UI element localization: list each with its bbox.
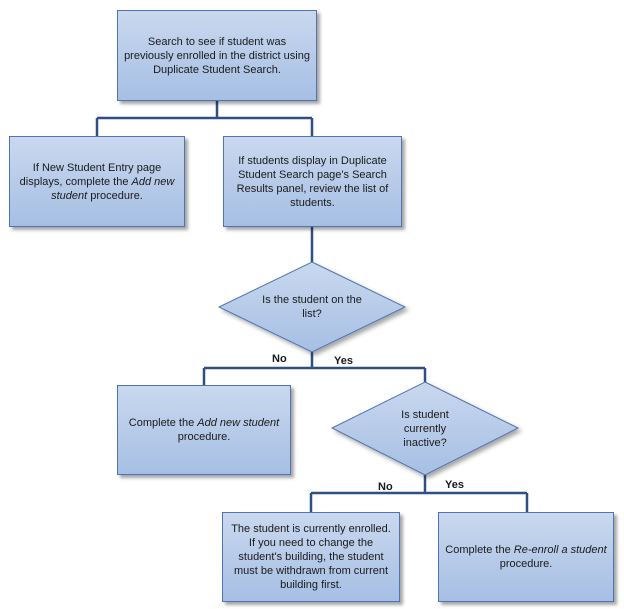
reenroll-emphasis: Re-enroll a student — [513, 544, 607, 556]
results-text: If students display in Duplicate Student… — [236, 154, 389, 209]
new-entry-text: If New Student Entry page displays, comp… — [16, 161, 178, 203]
decision-diamond-on-list — [217, 261, 407, 353]
reenroll-suffix: procedure. — [499, 558, 553, 570]
new-entry-emphasis: Add new student — [51, 175, 175, 202]
new-entry-suffix: procedure. — [87, 189, 143, 202]
results-box: If students display in Duplicate Student… — [223, 136, 402, 227]
add-new-box: Complete the Add new student procedure. — [117, 385, 291, 475]
enrolled-box: The student is currently enrolled. If yo… — [222, 512, 400, 602]
decision-diamond-inactive — [330, 381, 520, 476]
label-yes-2: Yes — [445, 479, 464, 491]
add-new-suffix: procedure. — [177, 431, 231, 443]
add-new-emphasis: Add new student — [197, 417, 280, 429]
search-text: Search to see if student was previously … — [124, 35, 310, 76]
inactive-text: Is student currently inactive? — [401, 409, 449, 449]
label-yes-1: Yes — [334, 355, 353, 367]
new-entry-box: If New Student Entry page displays, comp… — [9, 136, 185, 227]
reenroll-prefix: Complete the — [445, 544, 514, 556]
on-list-text: Is the student on the list? — [262, 294, 362, 320]
label-no-1: No — [272, 353, 287, 365]
new-entry-prefix: If New Student Entry page displays, comp… — [19, 161, 162, 188]
reenroll-box: Complete the Re-enroll a student procedu… — [438, 512, 614, 602]
add-new-text: Complete the Add new student procedure. — [129, 416, 279, 444]
reenroll-text: Complete the Re-enroll a student procedu… — [445, 543, 606, 571]
add-new-prefix: Complete the — [128, 417, 198, 429]
enrolled-text: The student is currently enrolled. If yo… — [231, 523, 391, 591]
search-box: Search to see if student was previously … — [117, 10, 317, 101]
label-no-2: No — [378, 481, 393, 493]
